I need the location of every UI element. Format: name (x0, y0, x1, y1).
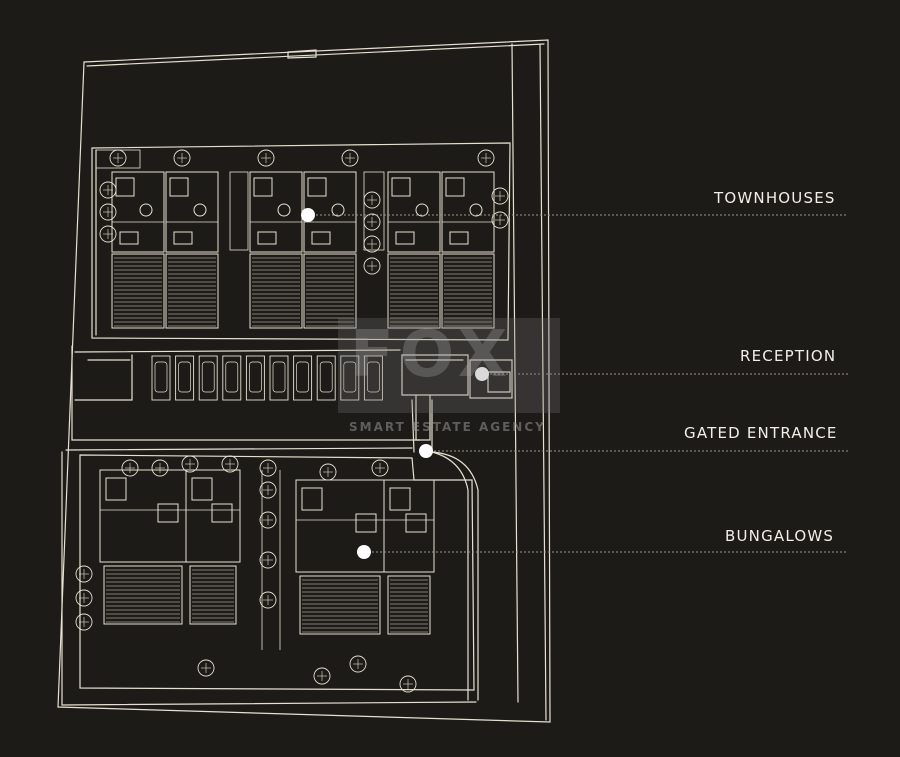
bungalows-label: BUNGALOWS (725, 527, 835, 545)
townhouse-unit (387, 171, 441, 329)
bungalow-plot-outer (61, 451, 477, 706)
townhouse-unit (111, 171, 165, 329)
tree (75, 589, 93, 607)
tree (99, 203, 117, 221)
tree (259, 551, 277, 569)
reception-marker-dot[interactable] (475, 367, 489, 381)
tree (197, 659, 215, 677)
tree (477, 149, 495, 167)
parking-bay (340, 355, 360, 401)
tree (109, 149, 127, 167)
plot-boundary (57, 39, 551, 723)
reception-building (401, 354, 513, 399)
tree (75, 613, 93, 631)
parking-bay (269, 355, 289, 401)
townhouse-unit (441, 171, 495, 329)
parking-bay (245, 355, 265, 401)
entrance-road (411, 399, 479, 701)
bungalow-unit (99, 469, 187, 625)
townhouse-plot (91, 142, 511, 341)
tree (491, 211, 509, 229)
tree (371, 459, 389, 477)
townhouses-label: TOWNHOUSES (714, 189, 836, 207)
tree (259, 591, 277, 609)
gated-entrance-marker-dot[interactable] (419, 444, 433, 458)
tree (151, 459, 169, 477)
tree (99, 225, 117, 243)
tree (221, 455, 239, 473)
tree (491, 187, 509, 205)
watermark-tagline: SMART ESTATE AGENCY (349, 420, 546, 434)
tree (363, 257, 381, 275)
tree (173, 149, 191, 167)
reception-inner (415, 371, 511, 441)
access-road (65, 345, 421, 451)
parking-bay (151, 355, 171, 401)
parking-bay (363, 355, 383, 401)
bungalows-marker-dot[interactable] (357, 545, 371, 559)
tree (121, 459, 139, 477)
tree (99, 181, 117, 199)
parking-bay (222, 355, 242, 401)
watermark-logo: FOX (350, 318, 514, 392)
tree (259, 511, 277, 529)
tree (75, 565, 93, 583)
parking-bays (151, 355, 383, 401)
townhouses-marker-dot[interactable] (301, 208, 315, 222)
townhouse-unit (165, 171, 219, 329)
parking-bay (198, 355, 218, 401)
entrance-gate-marker (287, 49, 317, 59)
gated-entrance-label: GATED ENTRANCE (684, 424, 838, 442)
townhouse-unit (249, 171, 303, 329)
bungalow-units (99, 469, 435, 650)
parking-bay (316, 355, 336, 401)
bungalow-unit (185, 469, 241, 625)
bungalow-unit (383, 479, 435, 635)
parking-lane (74, 349, 401, 401)
bungalow-unit (295, 479, 385, 635)
tree (257, 149, 275, 167)
bungalow-plot (79, 454, 475, 691)
townhouse-units (95, 149, 495, 329)
tree (313, 667, 331, 685)
tree (341, 149, 359, 167)
tree (349, 655, 367, 673)
tree (319, 463, 337, 481)
tree (363, 213, 381, 231)
tree (181, 455, 199, 473)
trees (75, 149, 509, 693)
parking-bay (293, 355, 313, 401)
watermark-box (338, 318, 560, 413)
reception-label: RECEPTION (740, 347, 837, 365)
tree (259, 481, 277, 499)
townhouse-unit (303, 171, 357, 329)
tree (363, 191, 381, 209)
tree (399, 675, 417, 693)
tree (259, 459, 277, 477)
parking-bay (175, 355, 195, 401)
tree (363, 235, 381, 253)
